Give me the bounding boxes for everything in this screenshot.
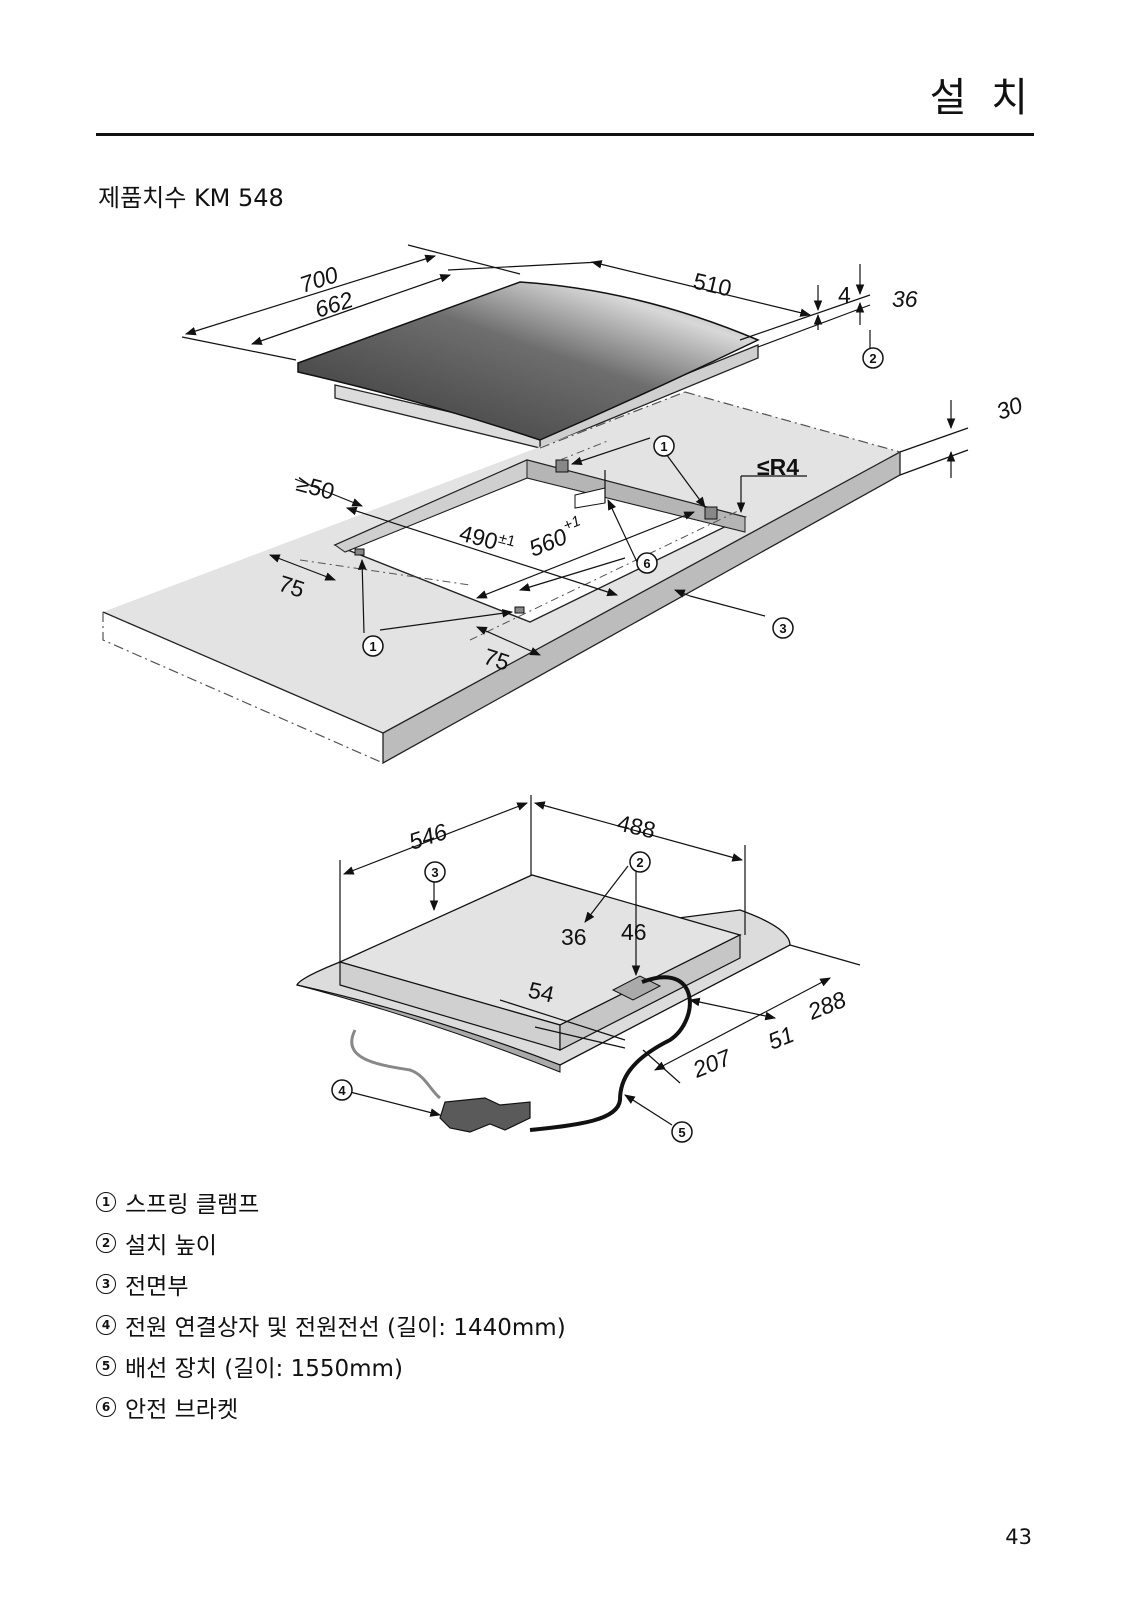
legend-text: 배선 장치 (길이: 1550mm)	[125, 1355, 403, 1382]
legend-item: 5 배선 장치 (길이: 1550mm)	[96, 1345, 566, 1386]
dim-510: 510	[691, 268, 734, 302]
callout-3-bottom: 3	[424, 861, 446, 883]
svg-text:2: 2	[869, 351, 876, 366]
page-number: 43	[1005, 1525, 1032, 1549]
page-title: 설 치	[929, 75, 1034, 121]
svg-text:3: 3	[431, 865, 438, 880]
callout-6: 6	[636, 552, 658, 574]
callout-3-top: 3	[772, 617, 794, 639]
countertop	[102, 391, 901, 765]
svg-text:4: 4	[338, 1083, 346, 1098]
svg-text:6: 6	[643, 556, 650, 571]
dim-490-tolerance: ±1	[497, 530, 517, 551]
callout-1-top: 1	[653, 435, 675, 457]
callout-2-bottom: 2	[629, 851, 651, 873]
legend-text: 안전 브라켓	[125, 1396, 239, 1423]
parts-legend: 1 스프링 클램프 2 설치 높이 3 전면부 4 전원 연결상자 및 전원전선…	[96, 1181, 566, 1427]
legend-item: 2 설치 높이	[96, 1222, 566, 1263]
section-subtitle: 제품치수 KM 548	[98, 184, 284, 212]
callout-4: 4	[331, 1079, 353, 1101]
dim-560-tolerance: +1	[561, 512, 583, 534]
dim-4: 4	[838, 282, 851, 308]
dimension-lines-bottom	[339, 795, 861, 1126]
dim-max-r4: ≤R4	[757, 454, 799, 480]
dim-36-top: 36	[892, 286, 918, 312]
cooktop-bottom-view	[296, 874, 791, 1133]
legend-number: 2	[96, 1232, 116, 1253]
dim-height-36: 36	[561, 924, 587, 950]
dim-54: 54	[526, 977, 557, 1008]
header-divider	[96, 133, 1034, 136]
callout-1-bottom: 1	[362, 635, 384, 657]
callout-markers: 1 1 2 2 3 3 4 5	[331, 347, 884, 1143]
installation-diagram: 700 662 510 4 36 30 ≥50 ≤R4 490 ±1 560 +…	[102, 244, 1026, 1143]
legend-number: 1	[96, 1191, 116, 1212]
dim-546: 546	[406, 818, 451, 855]
legend-item: 1 스프링 클램프	[96, 1181, 566, 1222]
svg-text:1: 1	[660, 439, 667, 454]
legend-text: 전면부	[125, 1273, 189, 1300]
dim-51: 51	[764, 1021, 797, 1055]
dim-488: 488	[615, 810, 658, 844]
dim-height-46: 46	[621, 919, 647, 945]
callout-2-top: 2	[862, 347, 884, 369]
legend-number: 6	[96, 1396, 116, 1417]
legend-item: 6 안전 브라켓	[96, 1386, 566, 1427]
legend-item: 4 전원 연결상자 및 전원전선 (길이: 1440mm)	[96, 1304, 566, 1345]
legend-number: 4	[96, 1314, 116, 1335]
svg-text:5: 5	[678, 1125, 685, 1140]
legend-number: 5	[96, 1355, 116, 1376]
legend-text: 전원 연결상자 및 전원전선 (길이: 1440mm)	[125, 1314, 566, 1341]
callout-5: 5	[671, 1121, 693, 1143]
legend-item: 3 전면부	[96, 1263, 566, 1304]
svg-text:1: 1	[369, 639, 376, 654]
dim-30: 30	[993, 391, 1026, 424]
legend-text: 스프링 클램프	[125, 1191, 260, 1218]
svg-text:2: 2	[636, 855, 643, 870]
dim-288: 288	[803, 986, 849, 1025]
legend-number: 3	[96, 1273, 116, 1294]
svg-text:3: 3	[779, 621, 786, 636]
dim-207: 207	[688, 1044, 735, 1083]
dim-min-50: ≥50	[294, 470, 338, 505]
legend-text: 설치 높이	[125, 1232, 217, 1259]
